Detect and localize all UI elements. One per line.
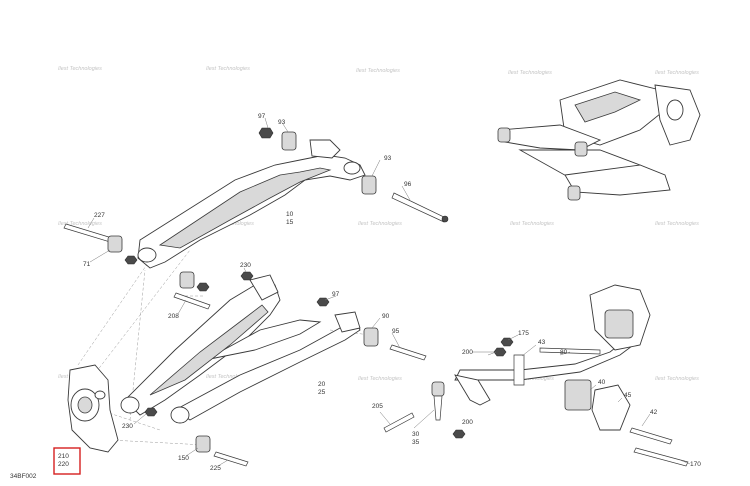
nut-230b <box>144 407 158 417</box>
nut-97b <box>316 297 330 307</box>
callout-label: 225 <box>210 465 221 472</box>
callout-label: 97 <box>332 291 340 298</box>
callout-label: 227 <box>94 212 105 219</box>
watermark: Ilest Technologies <box>655 221 699 227</box>
callout-label: 15 <box>286 219 294 226</box>
bushing-93 <box>281 131 297 151</box>
nut-230 <box>240 271 254 281</box>
bushing-eye <box>137 247 157 263</box>
callout-label: 150 <box>178 455 189 462</box>
callout-label: 205 <box>372 403 383 410</box>
nut-97 <box>258 127 274 139</box>
bushing-150 <box>195 435 211 453</box>
callout-label: 40 <box>598 379 606 386</box>
callout-label: 90 <box>382 313 390 320</box>
bolt-208 <box>173 292 211 310</box>
callout-label: 200 <box>462 349 473 356</box>
bushing-71 <box>107 235 123 253</box>
watermark: Ilest Technologies <box>510 221 554 227</box>
lower-hardware <box>144 271 427 467</box>
callout-label: 43 <box>538 339 546 346</box>
lower-a-arm <box>120 274 361 424</box>
bolt-225 <box>213 451 249 467</box>
bushing <box>179 271 195 289</box>
bolt-95 <box>389 344 427 361</box>
highlight-label: 220 <box>58 461 69 468</box>
watermark: Ilest Technologies <box>655 70 699 76</box>
diagram-code: 34BF002 <box>10 473 37 480</box>
assembled-view <box>497 79 701 201</box>
upper-a-arm <box>137 139 366 269</box>
bolt-42 <box>629 427 673 445</box>
bushing-90 <box>363 327 379 347</box>
nut-200 <box>452 429 466 439</box>
bolt-170 <box>633 447 689 467</box>
callout-label: 35 <box>412 439 420 446</box>
nut <box>124 255 138 265</box>
link-30 <box>431 381 445 397</box>
callout-label: 93 <box>278 119 286 126</box>
leader-lines <box>87 117 691 467</box>
watermark: Ilest Technologies <box>356 68 400 74</box>
link-43 <box>513 354 525 386</box>
watermark: Ilest Technologies <box>655 376 699 382</box>
bolt-205 <box>383 412 415 433</box>
callouts: 97 93 93 96 227 10 15 71 230 208 97 90 9… <box>83 113 701 472</box>
callout-label: 93 <box>384 155 392 162</box>
callout-label: 80 <box>560 349 568 356</box>
bushing-93b <box>361 175 377 195</box>
upper-hardware <box>63 127 449 265</box>
bushing-40 <box>564 379 592 411</box>
callout-label: 230 <box>122 423 133 430</box>
watermark: Ilest Technologies <box>206 374 250 380</box>
callout-label: 71 <box>83 261 91 268</box>
callout-label: 96 <box>404 181 412 188</box>
highlight-box: 210 220 <box>53 447 81 475</box>
bolt-head <box>441 215 449 223</box>
watermark: Ilest Technologies <box>58 221 102 227</box>
highlight-frame <box>53 447 81 475</box>
callout-label: 230 <box>240 262 251 269</box>
callout-label: 175 <box>518 330 529 337</box>
bushing-eye <box>343 161 361 175</box>
callout-label: 200 <box>462 419 473 426</box>
callout-label: 10 <box>286 211 294 218</box>
stabilizer-bar <box>383 284 689 467</box>
watermark: Ilest Technologies <box>510 376 554 382</box>
watermark: Ilest Technologies <box>358 221 402 227</box>
watermark: Ilest Technologies <box>206 66 250 72</box>
nut-175 <box>500 337 514 347</box>
watermark: Ilest Technologies <box>358 376 402 382</box>
knuckle <box>67 364 119 453</box>
nut <box>196 282 210 292</box>
callout-label: 97 <box>258 113 266 120</box>
callout-label: 95 <box>392 328 400 335</box>
watermark: Ilest Technologies <box>508 70 552 76</box>
callout-label: 30 <box>412 431 420 438</box>
watermark: Ilest Technologies <box>58 66 102 72</box>
callout-label: 25 <box>318 389 326 396</box>
callout-label: 42 <box>650 409 658 416</box>
callout-label: 45 <box>624 392 632 399</box>
callout-label: 20 <box>318 381 326 388</box>
bushing-eye <box>120 396 140 414</box>
callout-label: 170 <box>690 461 701 468</box>
highlight-label: 210 <box>58 453 69 460</box>
callout-label: 208 <box>168 313 179 320</box>
bar-80 <box>539 347 601 355</box>
bushing-eye <box>170 406 190 424</box>
bolt-96 <box>391 192 447 223</box>
